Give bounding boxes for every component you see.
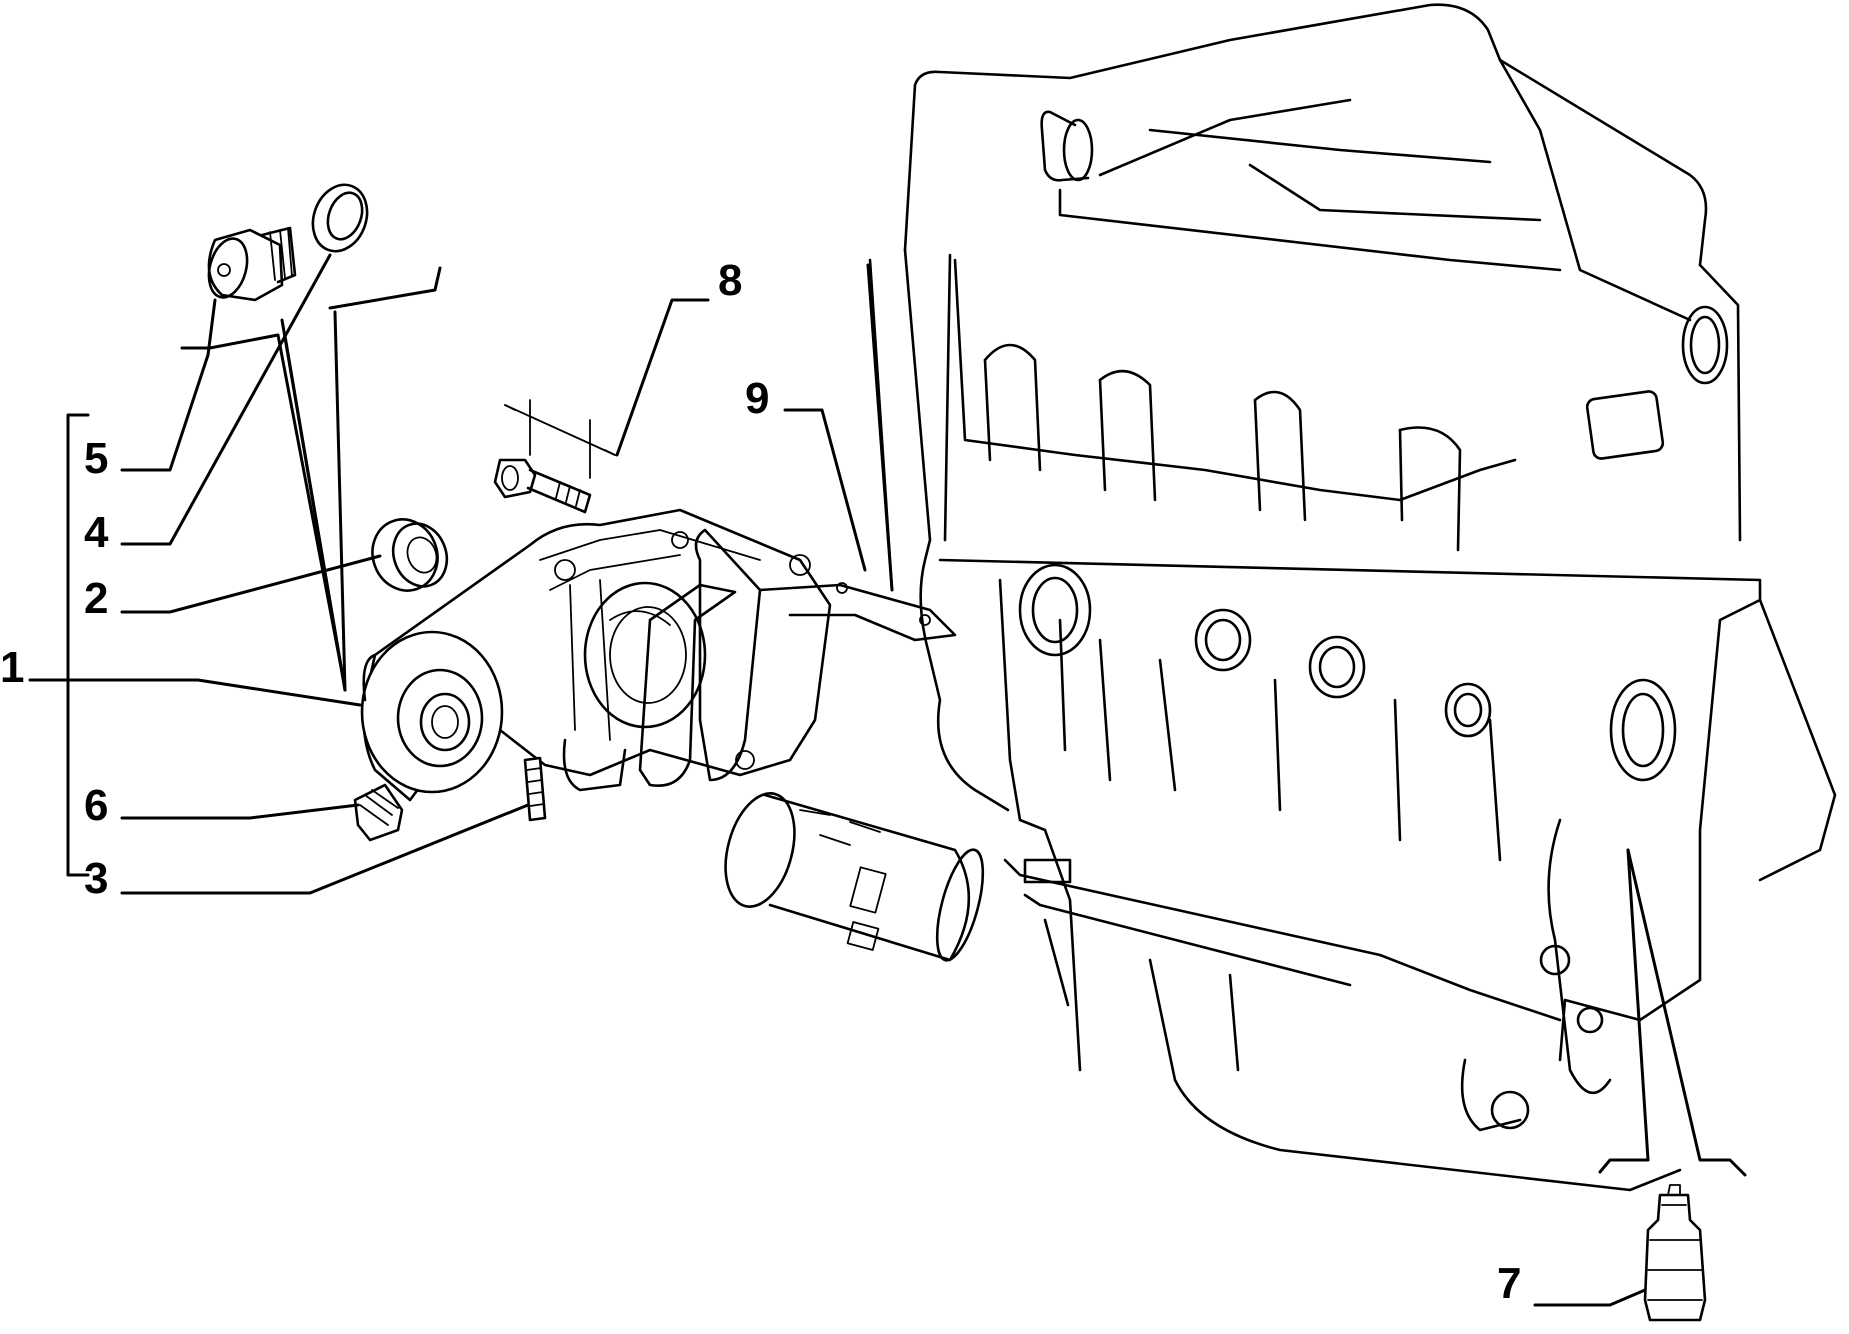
- callout-5: 5: [84, 434, 108, 483]
- engine-block: [868, 3, 1837, 1192]
- callout-6: 6: [84, 781, 108, 830]
- leader-lines: [28, 253, 1747, 1307]
- washer: [311, 183, 369, 253]
- sensor-plug: [1643, 1184, 1707, 1322]
- callout-4: 4: [84, 508, 109, 557]
- bolt: [493, 399, 616, 514]
- callout-7: 7: [1497, 1259, 1521, 1308]
- callout-9: 9: [745, 374, 769, 423]
- stud: [523, 756, 547, 822]
- oil-filter: [724, 792, 985, 962]
- oil-pump-body: [360, 508, 957, 802]
- small-plug: [353, 783, 404, 842]
- callout-labels: 1 2 3 4 5 6 7 8 9: [0, 256, 1521, 1308]
- callout-2: 2: [84, 574, 108, 623]
- plug: [207, 226, 297, 302]
- callout-1: 1: [0, 643, 24, 692]
- callout-3: 3: [84, 854, 108, 903]
- seal-ring: [371, 518, 449, 592]
- callout-8: 8: [718, 256, 742, 305]
- pump-gasket: [638, 583, 737, 788]
